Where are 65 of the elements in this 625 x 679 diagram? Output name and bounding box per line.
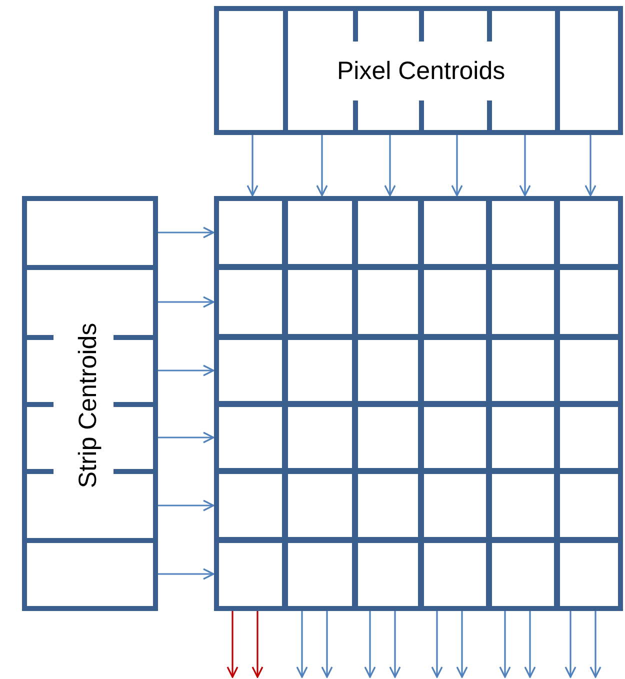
grid-cell	[421, 267, 489, 337]
grid-cell	[216, 198, 285, 267]
arrow	[226, 610, 238, 678]
grid-cell	[216, 267, 285, 337]
arrow	[158, 568, 214, 580]
grid-cell	[285, 337, 355, 404]
grid-cell	[421, 404, 489, 471]
grid-cell	[489, 404, 557, 471]
arrow	[158, 432, 214, 444]
grid-cell	[285, 198, 355, 267]
grid-cell	[216, 540, 285, 608]
grid-cell	[285, 471, 355, 540]
grid-cell	[489, 198, 557, 267]
grid-cell	[557, 198, 620, 267]
grid-cell	[489, 540, 557, 608]
grid-cell	[355, 471, 421, 540]
grid-cell	[216, 337, 285, 404]
grid-cell	[489, 337, 557, 404]
grid-cell	[355, 267, 421, 337]
arrow	[246, 134, 258, 196]
grid-cell	[285, 404, 355, 471]
grid-frame	[214, 196, 622, 610]
arrow	[158, 500, 214, 512]
grid-cell	[285, 540, 355, 608]
arrow	[584, 134, 596, 196]
grid-cell	[489, 267, 557, 337]
arrow	[158, 226, 214, 238]
grid-cell	[557, 267, 620, 337]
grid-cell	[421, 540, 489, 608]
arrow	[364, 610, 376, 678]
arrow	[321, 610, 333, 678]
arrow	[389, 610, 401, 678]
arrow	[252, 610, 264, 678]
grid-cell	[489, 471, 557, 540]
arrow	[456, 610, 468, 678]
arrow	[590, 610, 602, 678]
grid-cell	[355, 337, 421, 404]
arrow	[296, 610, 308, 678]
grid-cell	[421, 337, 489, 404]
grid-cell	[557, 540, 620, 608]
array-title: Pixel Centroids	[337, 58, 506, 84]
array-title: Strip Centroids	[76, 322, 101, 488]
grid-cell	[421, 198, 489, 267]
arrow	[519, 134, 531, 196]
grid-cell	[557, 471, 620, 540]
arrow	[384, 134, 396, 196]
arrow	[564, 610, 576, 678]
grid-cell	[285, 267, 355, 337]
arrow	[158, 364, 214, 376]
arrow	[524, 610, 536, 678]
array-panel	[214, 6, 622, 134]
grid-cell	[355, 198, 421, 267]
arrow	[431, 610, 443, 678]
grid-cell	[557, 404, 620, 471]
array-panel	[22, 196, 158, 610]
arrow	[451, 134, 463, 196]
grid-cell	[216, 404, 285, 471]
arrow	[316, 134, 328, 196]
grid-cell	[355, 540, 421, 608]
grid-cell	[216, 471, 285, 540]
grid-cell	[421, 471, 489, 540]
arrow	[499, 610, 511, 678]
arrow	[158, 296, 214, 308]
grid-cell	[557, 337, 620, 404]
grid-cell	[355, 404, 421, 471]
